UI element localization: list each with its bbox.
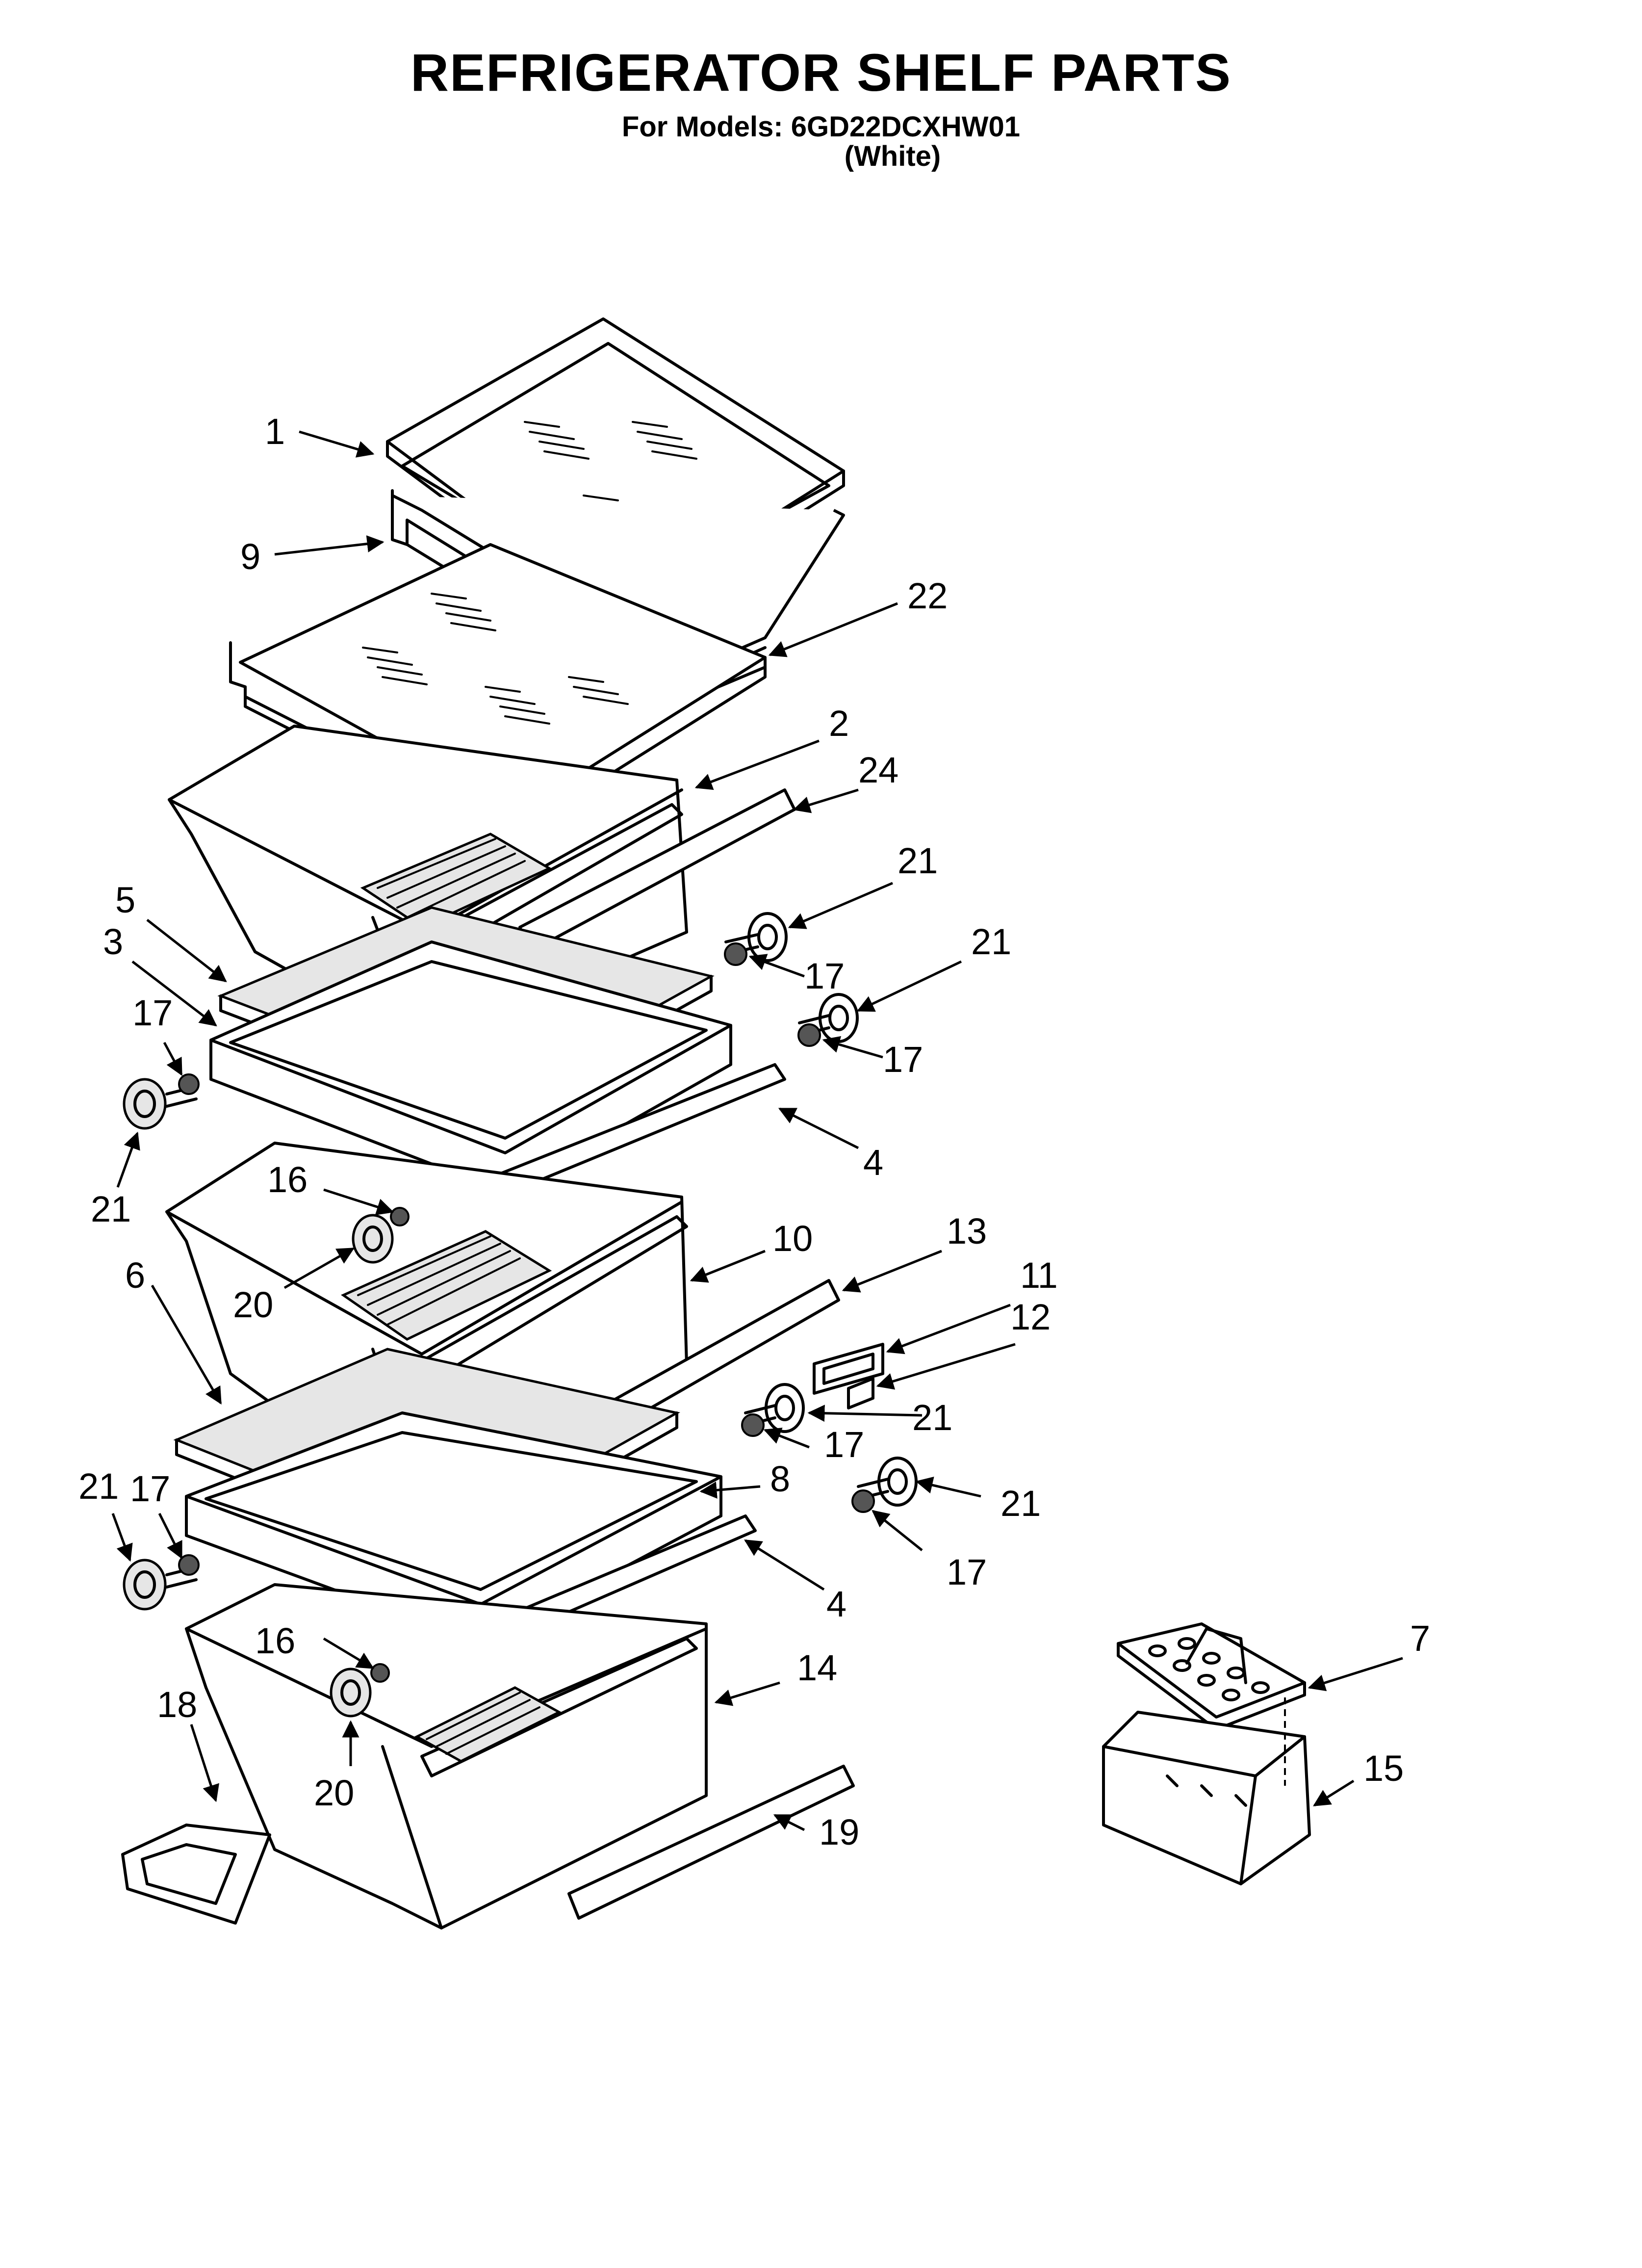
- models-subtitle: For Models: 6GD22DCXHW01: [621, 111, 1021, 143]
- callout-4-b: 4: [826, 1584, 847, 1624]
- part-8-frame: [185, 1411, 722, 1645]
- leader-lines: [111, 430, 1403, 1831]
- callout-10: 10: [772, 1218, 813, 1259]
- bolt-17-upper-left: [178, 1073, 200, 1095]
- callout-5: 5: [115, 880, 135, 920]
- callout-15: 15: [1363, 1748, 1404, 1789]
- callout-22: 22: [907, 575, 948, 616]
- callout-21-e: 21: [1001, 1483, 1041, 1524]
- callout-17-f: 17: [130, 1468, 170, 1509]
- callout-labels: 1 9 22 2 24 21 17 21 17 5 3 17 21 4 16 2…: [78, 411, 1430, 1852]
- roller-21-mid-right: [798, 993, 859, 1043]
- bolt-17-upper-right: [724, 942, 747, 966]
- bolt-17-mid-right: [797, 1023, 821, 1047]
- callout-17-d: 17: [824, 1424, 864, 1465]
- callout-18: 18: [157, 1684, 197, 1725]
- callout-11: 11: [1020, 1255, 1058, 1296]
- roller-20-upper: [352, 1214, 394, 1264]
- callout-17-b: 17: [883, 1039, 923, 1080]
- bolt-17-lower-left: [178, 1554, 200, 1576]
- part-19-trim: [567, 1765, 855, 1920]
- callout-24: 24: [858, 750, 898, 790]
- callout-6: 6: [125, 1255, 145, 1296]
- callout-16-b: 16: [255, 1620, 295, 1661]
- callout-14: 14: [797, 1647, 837, 1688]
- page-title: REFRIGERATOR SHELF PARTS: [410, 43, 1232, 102]
- callout-12: 12: [1010, 1297, 1051, 1337]
- callout-8: 8: [770, 1459, 790, 1499]
- callout-17-c: 17: [132, 992, 173, 1033]
- part-18-label-card: [121, 1824, 271, 1925]
- callout-16-a: 16: [267, 1159, 308, 1200]
- callout-17-e: 17: [947, 1552, 987, 1592]
- callout-20-b: 20: [314, 1773, 354, 1813]
- callout-21-f: 21: [78, 1466, 119, 1507]
- roller-21-lower-left: [123, 1559, 198, 1611]
- color-subtitle: (White): [844, 140, 941, 172]
- callout-21-c: 21: [91, 1189, 131, 1229]
- callout-4-a: 4: [863, 1142, 883, 1183]
- part-12-clip: [847, 1377, 874, 1409]
- callout-13: 13: [947, 1211, 987, 1251]
- callout-21-a: 21: [898, 840, 938, 881]
- callout-17-a: 17: [804, 956, 845, 996]
- callout-21-b: 21: [971, 921, 1011, 962]
- callout-21-d: 21: [912, 1397, 952, 1438]
- part-14-bottom-drawer: [185, 1583, 708, 1929]
- bolt-17-lower-right-a: [741, 1413, 765, 1437]
- bolt-17-lower-right-b: [851, 1489, 875, 1513]
- callout-19: 19: [819, 1812, 859, 1852]
- roller-20-lower: [330, 1668, 372, 1718]
- callout-20-a: 20: [233, 1284, 273, 1325]
- callout-2: 2: [829, 703, 849, 744]
- part-15-bin: [1102, 1711, 1311, 1885]
- callout-1: 1: [265, 411, 285, 452]
- bolt-16-upper: [390, 1207, 410, 1226]
- callout-7: 7: [1410, 1618, 1430, 1659]
- bolt-16-lower: [370, 1663, 390, 1683]
- callout-3: 3: [103, 921, 123, 962]
- callout-9: 9: [240, 536, 260, 577]
